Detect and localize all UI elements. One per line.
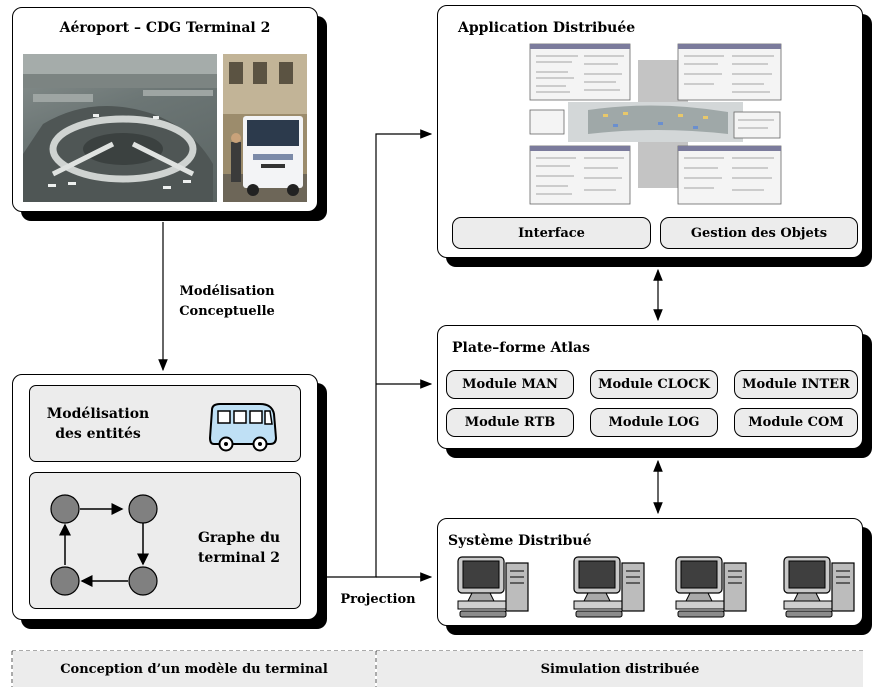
graph-node bbox=[128, 494, 158, 524]
shuttle-bus-photo bbox=[223, 54, 307, 202]
module-clock: Module CLOCK bbox=[590, 370, 718, 399]
system-panel: Système Distribué bbox=[437, 518, 863, 626]
entities-label: Modélisation des entités bbox=[46, 406, 150, 442]
airport-panel: Aéroport – CDG Terminal 2 bbox=[12, 7, 318, 212]
system-title: Système Distribué bbox=[448, 533, 592, 549]
module-man: Module MAN bbox=[446, 370, 574, 399]
airport-aerial-photo bbox=[23, 54, 217, 202]
entities-box: Modélisation des entités bbox=[29, 385, 301, 462]
interface-button: Interface bbox=[452, 217, 651, 249]
graph-node bbox=[128, 566, 158, 596]
application-panel: Application Distribuée bbox=[437, 5, 863, 258]
graph-node bbox=[50, 494, 80, 524]
application-screenshot bbox=[528, 42, 783, 206]
airport-title: Aéroport – CDG Terminal 2 bbox=[59, 20, 271, 36]
graph-label: Graphe du terminal 2 bbox=[197, 530, 281, 566]
footer-right: Simulation distribuée bbox=[377, 651, 863, 687]
projection-label: Projection bbox=[340, 592, 416, 607]
bus-icon bbox=[206, 400, 278, 454]
footer-left: Conception d’un modèle du terminal bbox=[13, 651, 375, 687]
graph-box: Graphe du terminal 2 bbox=[29, 472, 301, 609]
terminal-graph bbox=[50, 494, 158, 596]
object-management-button: Gestion des Objets bbox=[660, 217, 858, 249]
conceptual-modeling-label: Modélisation Conceptuelle bbox=[179, 284, 275, 319]
atlas-title: Plate–forme Atlas bbox=[452, 340, 590, 356]
module-com: Module COM bbox=[734, 408, 858, 437]
module-inter: Module INTER bbox=[734, 370, 858, 399]
model-panel: Modélisation des entités bbox=[12, 374, 318, 620]
application-title: Application Distribuée bbox=[458, 20, 636, 36]
atlas-panel: Plate–forme Atlas Module MAN Module CLOC… bbox=[437, 325, 863, 449]
graph-node bbox=[50, 566, 80, 596]
module-rtb: Module RTB bbox=[446, 408, 574, 437]
module-log: Module LOG bbox=[590, 408, 718, 437]
